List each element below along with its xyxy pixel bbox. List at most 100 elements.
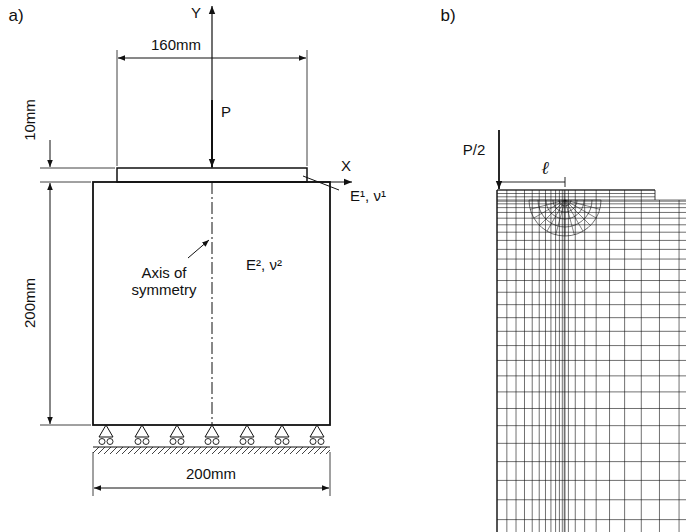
note: Axis of symmetry <box>124 264 204 299</box>
roller <box>248 439 254 445</box>
mesh-line <box>659 200 660 532</box>
mesh-line <box>596 190 597 200</box>
mesh-line <box>497 269 686 270</box>
mesh-line <box>524 200 525 532</box>
mesh-line <box>565 200 574 235</box>
mesh-line <box>534 200 565 218</box>
roller <box>170 439 176 445</box>
mesh-line <box>564 190 565 200</box>
mesh-line <box>497 201 686 202</box>
roller <box>205 439 211 445</box>
load-arrow <box>498 130 500 189</box>
dimension-tick <box>565 177 566 187</box>
mesh-line <box>545 190 546 200</box>
mesh-line <box>550 200 551 532</box>
mesh-line <box>516 190 517 200</box>
extension-line <box>330 452 331 496</box>
dimension: 160mm <box>151 36 201 53</box>
mesh-line <box>641 190 642 200</box>
load-label: P <box>221 103 231 120</box>
mesh-line <box>497 190 655 191</box>
mesh-line <box>565 200 601 201</box>
axis-label: X <box>341 157 351 174</box>
mesh-line <box>565 200 600 209</box>
mesh-line <box>497 345 686 346</box>
mesh-line <box>565 200 566 236</box>
support-triangle <box>275 425 289 437</box>
symmetry-axis <box>212 182 213 425</box>
mesh-line <box>497 193 655 194</box>
roller <box>178 439 184 445</box>
mesh-line <box>609 200 610 532</box>
extension-line <box>40 425 91 426</box>
material-label: E², ν² <box>246 256 282 273</box>
mesh-line <box>516 200 517 532</box>
extension-line <box>40 182 91 183</box>
mesh-line <box>575 200 576 532</box>
roller <box>275 439 281 445</box>
mesh-line <box>584 200 585 532</box>
support-triangle <box>205 425 219 437</box>
fe-mesh <box>497 190 686 532</box>
support-triangle <box>170 425 184 437</box>
mesh-line <box>530 200 565 209</box>
mesh-line <box>556 200 565 235</box>
mesh-line <box>568 200 569 532</box>
mesh-line <box>497 461 686 462</box>
mesh-line <box>596 200 597 532</box>
mesh-line <box>497 425 686 426</box>
mesh-line <box>584 190 585 200</box>
mesh-line <box>555 200 556 532</box>
mesh-line <box>497 304 686 305</box>
roller <box>135 439 141 445</box>
roller <box>143 439 149 445</box>
dimension-line <box>94 488 329 489</box>
dimension: 200mm <box>21 278 38 328</box>
mesh-line <box>562 190 563 200</box>
mesh-line <box>524 190 525 200</box>
leader-line <box>303 176 339 190</box>
mesh-line <box>565 200 566 532</box>
roller <box>213 439 219 445</box>
roller <box>318 439 324 445</box>
extension-line <box>307 50 308 166</box>
mesh-line <box>641 200 642 532</box>
mesh-line <box>545 200 546 532</box>
mesh-line <box>497 331 686 332</box>
mesh-line <box>497 259 686 260</box>
roller <box>107 439 113 445</box>
block <box>93 182 330 425</box>
mesh-line <box>679 200 680 532</box>
mesh-line <box>497 189 655 190</box>
roller-supports <box>99 425 324 445</box>
extension-line <box>40 168 115 169</box>
panel-label: a) <box>8 6 23 26</box>
figure-b <box>497 130 686 532</box>
mesh-line <box>624 200 625 532</box>
mesh-line <box>497 232 686 233</box>
mesh-line <box>565 200 583 231</box>
ground-hatch <box>93 447 330 454</box>
dimension-line <box>500 182 565 183</box>
mesh-line <box>532 200 533 532</box>
mesh-line <box>506 190 507 200</box>
material-label: E¹, ν¹ <box>350 187 386 204</box>
mesh-line <box>497 280 686 281</box>
mesh-line <box>497 360 686 361</box>
support-triangle <box>99 425 113 437</box>
mesh-line <box>497 240 686 241</box>
dimension: 10mm <box>21 99 38 141</box>
mesh-line <box>497 480 686 481</box>
mesh-line <box>529 200 565 201</box>
x-axis <box>212 181 352 182</box>
mesh-line <box>559 200 560 532</box>
mesh-line <box>497 408 686 409</box>
extension-line <box>117 50 118 166</box>
mesh-line <box>550 190 551 200</box>
roller <box>99 439 105 445</box>
dimension: ℓ <box>541 158 549 179</box>
dimension-line <box>50 183 51 424</box>
mesh-line <box>497 218 686 219</box>
mesh-line <box>497 196 655 197</box>
y-axis <box>211 6 212 168</box>
